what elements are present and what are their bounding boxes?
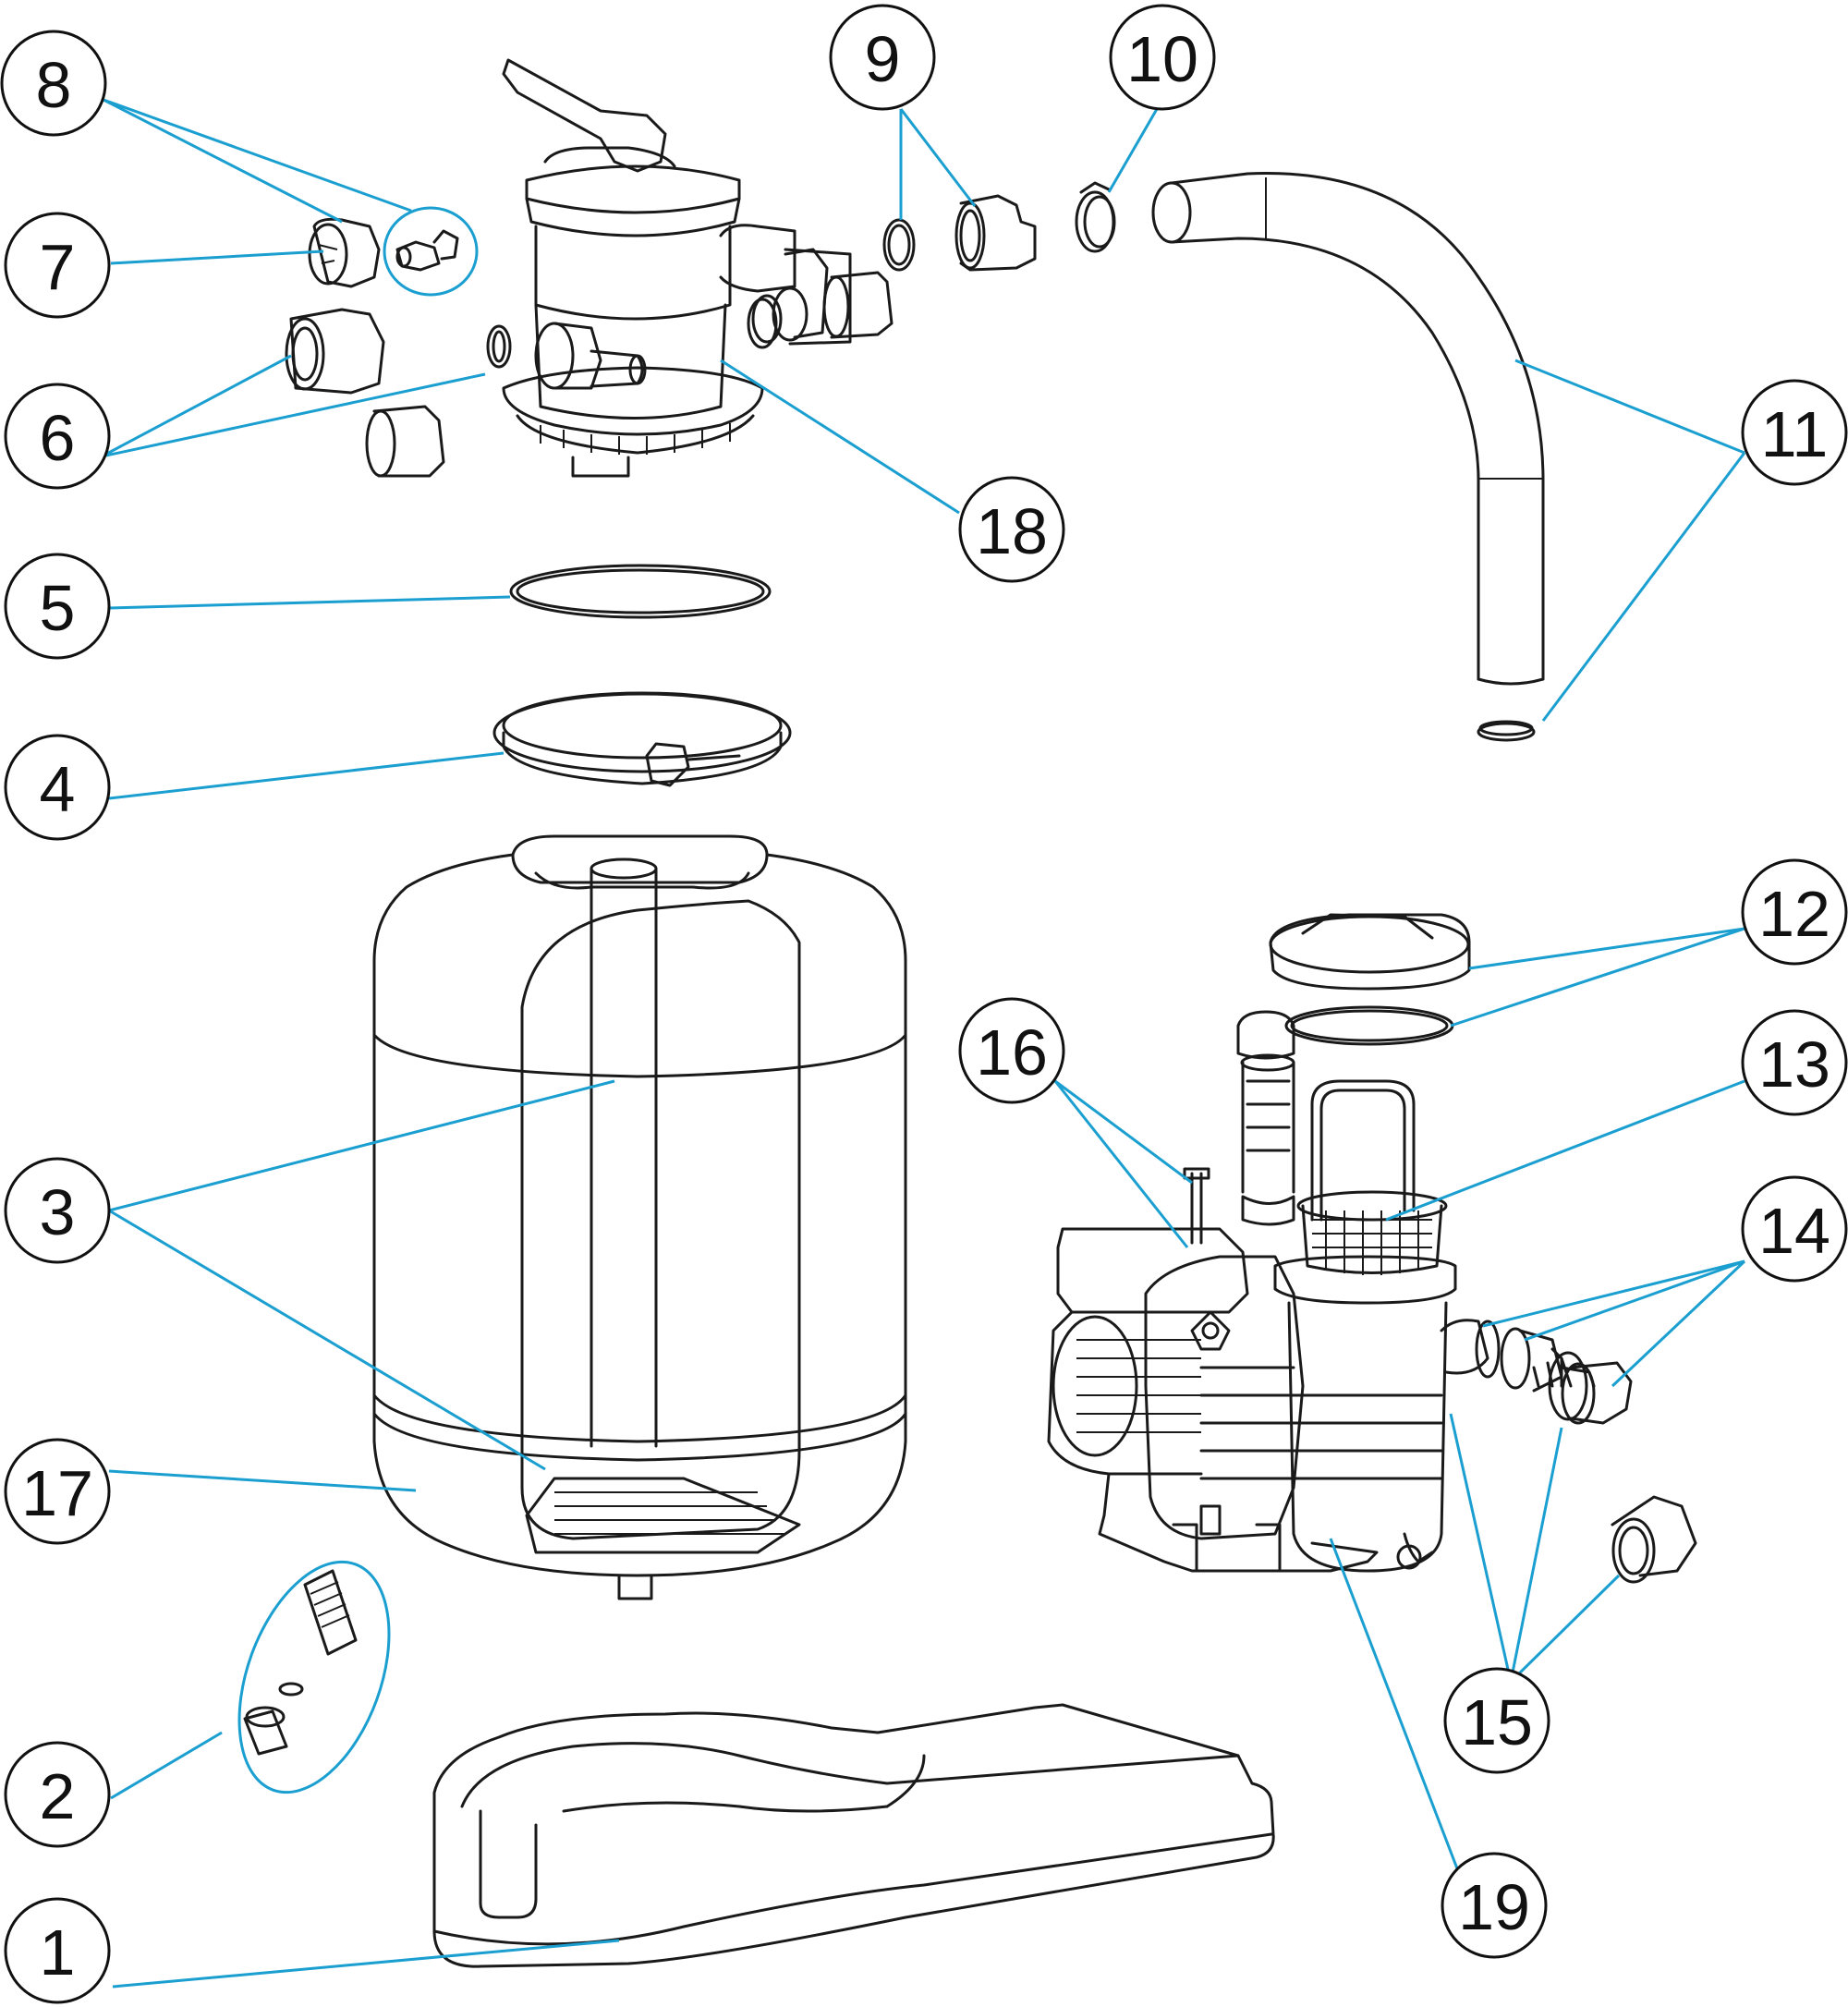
callout-12-label: 12 xyxy=(1758,878,1830,950)
leader-line-15a xyxy=(1449,1413,1513,1683)
leader-line-9b xyxy=(899,108,977,207)
base-stand-part xyxy=(432,1703,1275,1968)
leader-line-18 xyxy=(720,359,960,515)
leader-line-4 xyxy=(108,751,505,800)
clamp-ring-part xyxy=(492,691,792,787)
callout-1-label: 1 xyxy=(40,1916,76,1989)
filter-tank-part xyxy=(372,834,907,1600)
callout-5-label: 5 xyxy=(40,572,76,644)
callout-4: 4 xyxy=(4,734,111,841)
callout-11-label: 11 xyxy=(1761,398,1829,470)
leader-line-5 xyxy=(108,595,511,610)
leader-line-2 xyxy=(110,1731,223,1800)
callout-4-label: 4 xyxy=(40,753,76,825)
callout-19-label: 19 xyxy=(1458,1871,1530,1943)
callout-2: 2 xyxy=(4,1741,111,1848)
callout-15: 15 xyxy=(1443,1667,1550,1774)
leader-line-6a xyxy=(101,354,292,458)
leader-line-3b xyxy=(108,1209,546,1471)
drain-plug-part xyxy=(237,1560,391,1794)
callout-15-label: 15 xyxy=(1461,1686,1533,1758)
leader-line-19 xyxy=(1329,1538,1462,1877)
callout-6-label: 6 xyxy=(40,402,76,474)
leader-line-16a xyxy=(1054,1079,1193,1185)
callout-16-label: 16 xyxy=(976,1016,1048,1089)
leader-line-7 xyxy=(110,249,324,265)
callout-7: 7 xyxy=(4,212,111,319)
leader-line-10 xyxy=(1107,108,1159,193)
leader-line-1 xyxy=(112,1939,620,1989)
callout-14: 14 xyxy=(1741,1175,1848,1283)
vent-valve-part xyxy=(383,206,479,297)
callout-18-label: 18 xyxy=(976,495,1048,567)
callout-7-label: 7 xyxy=(40,231,76,303)
callout-9: 9 xyxy=(829,4,936,111)
callout-3-label: 3 xyxy=(40,1176,76,1248)
fitting-part xyxy=(747,194,1037,349)
pump-assembly-part xyxy=(1047,1010,1697,1584)
union-connector-part xyxy=(285,308,512,478)
callout-11: 11 xyxy=(1741,379,1848,486)
leader-line-11a xyxy=(1514,359,1745,455)
callout-3: 3 xyxy=(4,1157,111,1264)
callout-10: 10 xyxy=(1109,4,1216,111)
leader-line-8a xyxy=(103,98,343,224)
callout-6: 6 xyxy=(4,383,111,490)
leader-line-12a xyxy=(1468,927,1745,970)
callout-16: 16 xyxy=(958,997,1065,1104)
callout-8: 8 xyxy=(0,30,107,137)
callout-9-label: 9 xyxy=(865,23,901,95)
callout-5: 5 xyxy=(4,553,111,660)
callout-19: 19 xyxy=(1441,1852,1548,1959)
callout-13-label: 13 xyxy=(1758,1028,1830,1101)
callout-14-label: 14 xyxy=(1758,1195,1830,1267)
leader-line-17 xyxy=(108,1469,417,1492)
callout-17-label: 17 xyxy=(21,1457,93,1529)
leader-line-12b xyxy=(1450,927,1745,1028)
strainer-basket-part xyxy=(1296,1079,1448,1275)
callout-12: 12 xyxy=(1741,858,1848,966)
leader-line-3a xyxy=(108,1079,615,1212)
callout-10-label: 10 xyxy=(1126,23,1198,95)
callout-1: 1 xyxy=(4,1897,111,2004)
leader-line-6b xyxy=(101,372,486,458)
leader-line-14c xyxy=(1611,1259,1746,1388)
leader-line-14b xyxy=(1524,1259,1745,1342)
callout-18: 18 xyxy=(958,476,1065,583)
hose-part xyxy=(1151,172,1545,742)
callout-17: 17 xyxy=(4,1438,111,1545)
leader-line-14a xyxy=(1482,1259,1745,1328)
o-ring-part xyxy=(509,564,772,619)
leader-line-13 xyxy=(1385,1079,1745,1222)
leader-line-15b xyxy=(1509,1427,1563,1683)
callout-13: 13 xyxy=(1741,1009,1848,1116)
multiport-valve-part xyxy=(502,58,852,478)
callout-8-label: 8 xyxy=(36,49,72,121)
leader-line-16b xyxy=(1053,1080,1189,1248)
leader-line-15c xyxy=(1509,1574,1621,1684)
leader-line-8b xyxy=(103,98,412,213)
leader-line-11b xyxy=(1541,452,1746,722)
hose-clamp-part xyxy=(1075,181,1116,253)
callout-2-label: 2 xyxy=(40,1760,76,1832)
pump-lid-part xyxy=(1269,913,1471,1046)
leader-lines xyxy=(101,98,1746,1989)
